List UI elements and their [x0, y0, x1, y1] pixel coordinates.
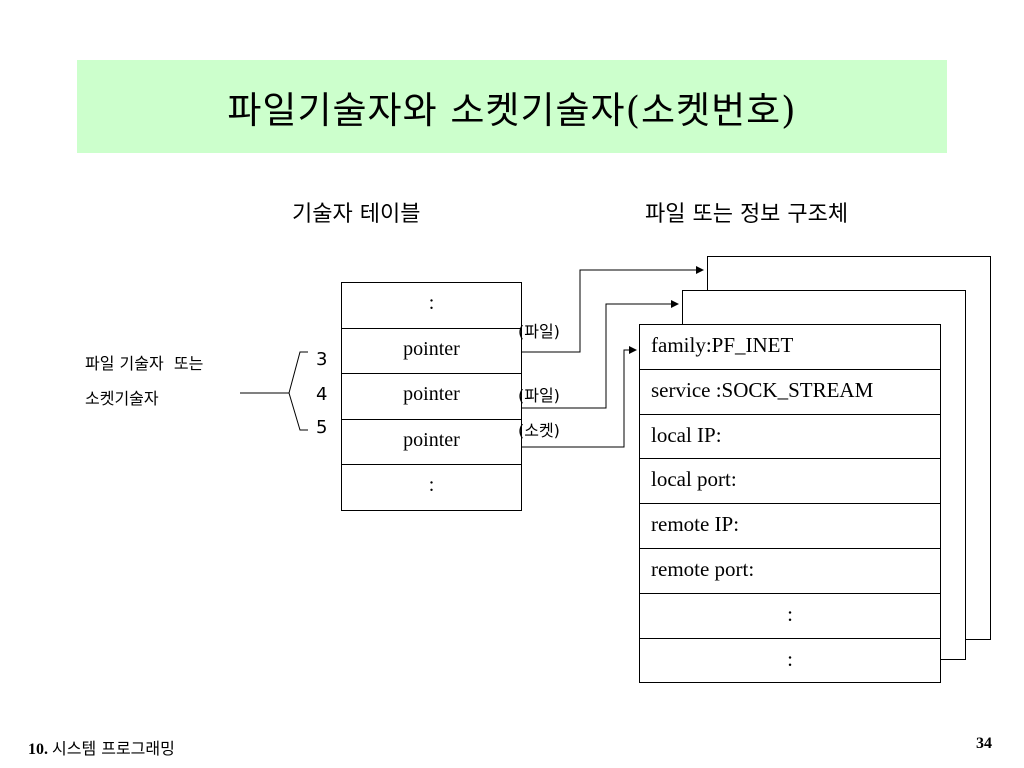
struct-field-local-ip: local IP: [640, 415, 940, 460]
link-label-socket: (소켓) [518, 421, 560, 440]
link-label-file-2: (파일) [518, 386, 560, 405]
struct-field-ellipsis-1: : [640, 594, 940, 639]
side-label-line1: 파일 기술자 또는 [85, 354, 204, 373]
slide-title: 파일기술자와 소켓기술자(소켓번호) [227, 88, 797, 132]
struct-field-service: service :SOCK_STREAM [640, 370, 940, 415]
struct-field-remote-port: remote port: [640, 549, 940, 594]
fd-bracket [288, 351, 308, 431]
info-structure-heading: 파일 또는 정보 구조체 [645, 202, 849, 227]
descriptor-row-5: pointer [342, 420, 521, 465]
arrow-file-1 [521, 266, 704, 353]
struct-field-family: family:PF_INET [640, 325, 940, 370]
descriptor-table: : pointer pointer pointer : [341, 282, 522, 511]
arrow-file-2 [521, 300, 679, 409]
struct-field-local-port: local port: [640, 459, 940, 505]
descriptor-row-4: pointer [342, 374, 521, 420]
arrow-socket [521, 346, 637, 448]
fd-number-4: 4 [316, 384, 328, 405]
descriptor-table-heading: 기술자 테이블 [292, 202, 421, 227]
footer-chapter-number: 10. [28, 741, 48, 758]
footer-chapter-title: 시스템 프로그래밍 [52, 739, 175, 758]
side-label-line2: 소켓기술자 [85, 389, 159, 408]
struct-field-ellipsis-2: : [640, 639, 940, 684]
descriptor-row-3: pointer [342, 329, 521, 374]
link-label-file-1: (파일) [518, 322, 560, 341]
info-structure: family:PF_INET service :SOCK_STREAM loca… [639, 324, 941, 684]
fd-number-5: 5 [316, 417, 328, 438]
struct-field-remote-ip: remote IP: [640, 504, 940, 549]
fd-number-3: 3 [316, 349, 328, 370]
title-banner: 파일기술자와 소켓기술자(소켓번호) [77, 60, 947, 153]
page-number: 34 [976, 735, 992, 752]
descriptor-row-bottom: : [342, 465, 521, 511]
descriptor-row-top: : [342, 283, 521, 329]
footer-chapter: 10. 시스템 프로그래밍 [28, 735, 175, 759]
